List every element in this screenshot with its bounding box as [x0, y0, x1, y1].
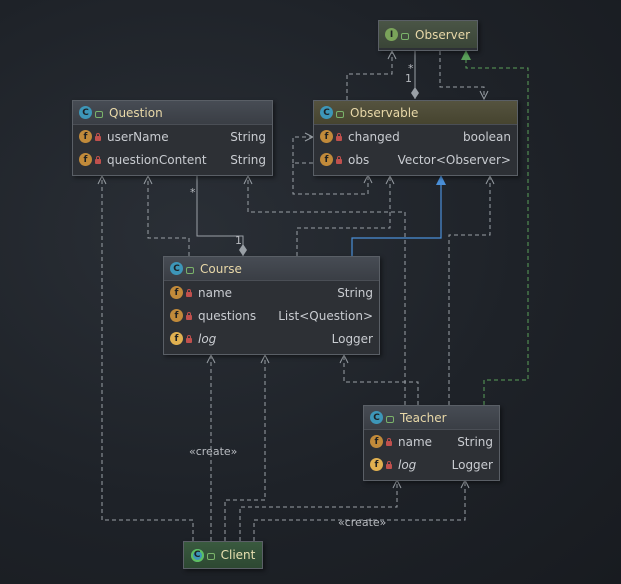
field-row: f obs Vector<Observer> — [314, 148, 517, 171]
course-title: Course — [200, 261, 242, 276]
edge-course-observable-dep — [296, 176, 390, 256]
field-row: f questions List<Question> — [164, 304, 379, 327]
runnable-class-icon: C — [190, 548, 204, 562]
edge-client-teacher-dep — [239, 480, 397, 541]
field-icon: f — [79, 153, 92, 166]
field-name: changed — [348, 129, 400, 144]
field-row: f changed boolean — [314, 125, 517, 148]
field-type: boolean — [463, 129, 511, 144]
field-type: String — [337, 285, 373, 300]
static-field-icon: f — [370, 458, 383, 471]
class-icon: C — [370, 411, 383, 424]
field-type: String — [230, 152, 266, 167]
multiplicity-course-one: 1 — [235, 234, 242, 247]
node-observer[interactable]: I Observer — [378, 20, 478, 51]
private-icon — [336, 155, 342, 164]
field-name: questions — [198, 308, 257, 323]
edge-teacher-course-dep — [344, 355, 419, 405]
private-icon — [95, 155, 101, 164]
observer-title: Observer — [415, 27, 471, 42]
field-name: log — [398, 457, 417, 472]
field-name: name — [398, 434, 433, 449]
field-name: userName — [107, 129, 169, 144]
field-name: name — [198, 285, 233, 300]
question-title: Question — [109, 105, 163, 120]
node-question[interactable]: C Question f userName String f questionC… — [72, 100, 273, 176]
field-icon: f — [170, 309, 183, 322]
observable-header[interactable]: C Observable — [314, 101, 517, 125]
field-type: Logger — [331, 331, 373, 346]
public-icon — [386, 415, 394, 423]
public-icon — [336, 110, 344, 118]
private-icon — [386, 460, 392, 469]
field-row: f name String — [164, 281, 379, 304]
private-icon — [186, 311, 192, 320]
multiplicity-observer-one: 1 — [405, 72, 412, 85]
node-course[interactable]: C Course f name String f questions List<… — [163, 256, 380, 355]
edge-client-question-dep — [102, 176, 194, 541]
client-header[interactable]: C Client — [184, 542, 262, 568]
create-label-teacher: «create» — [338, 516, 387, 529]
node-client[interactable]: C Client — [183, 541, 263, 569]
client-title: Client — [220, 548, 256, 562]
static-field-icon: f — [170, 332, 183, 345]
field-name: obs — [348, 152, 370, 167]
field-type: String — [230, 129, 266, 144]
field-icon: f — [79, 130, 92, 143]
public-icon — [95, 110, 103, 118]
edge-course-question-dep — [148, 176, 190, 256]
field-row: f log Logger — [164, 327, 379, 350]
edge-client-teacher-create — [253, 480, 465, 541]
class-icon: C — [320, 106, 333, 119]
interface-icon: I — [385, 28, 398, 41]
field-row: f questionContent String — [73, 148, 272, 171]
create-label-course: «create» — [189, 445, 238, 458]
field-row: f userName String — [73, 125, 272, 148]
public-icon — [186, 266, 194, 274]
public-icon — [401, 32, 409, 40]
edge-course-extends-observable — [351, 175, 446, 256]
edge-observable-self-dependency-2 — [292, 137, 313, 163]
private-icon — [386, 437, 392, 446]
edge-observable-observer-dep-1 — [346, 51, 392, 100]
public-icon — [206, 553, 215, 560]
course-header[interactable]: C Course — [164, 257, 379, 281]
field-type: Logger — [451, 457, 493, 472]
private-icon — [95, 132, 101, 141]
teacher-title: Teacher — [400, 410, 447, 425]
observer-header[interactable]: I Observer — [379, 21, 477, 48]
field-icon: f — [320, 153, 333, 166]
private-icon — [336, 132, 342, 141]
field-icon: f — [320, 130, 333, 143]
observable-title: Observable — [350, 105, 419, 120]
field-name: questionContent — [107, 152, 207, 167]
private-icon — [186, 334, 192, 343]
field-type: String — [457, 434, 493, 449]
field-type: List<Question> — [278, 308, 373, 323]
teacher-header[interactable]: C Teacher — [364, 406, 499, 430]
class-icon: C — [79, 106, 92, 119]
multiplicity-question-star: * — [190, 186, 196, 199]
field-row: f name String — [364, 430, 499, 453]
field-row: f log Logger — [364, 453, 499, 476]
edge-observer-observable-dep — [439, 51, 484, 99]
edge-teacher-observable-dep — [448, 176, 490, 405]
field-type: Vector<Observer> — [397, 152, 511, 167]
field-icon: f — [170, 286, 183, 299]
node-observable[interactable]: C Observable f changed boolean f obs Vec… — [313, 100, 518, 176]
field-name: log — [198, 331, 217, 346]
multiplicity-observer-star: * — [408, 62, 414, 75]
field-icon: f — [370, 435, 383, 448]
class-icon: C — [170, 262, 183, 275]
node-teacher[interactable]: C Teacher f name String f log Logger — [363, 405, 500, 481]
question-header[interactable]: C Question — [73, 101, 272, 125]
private-icon — [186, 288, 192, 297]
